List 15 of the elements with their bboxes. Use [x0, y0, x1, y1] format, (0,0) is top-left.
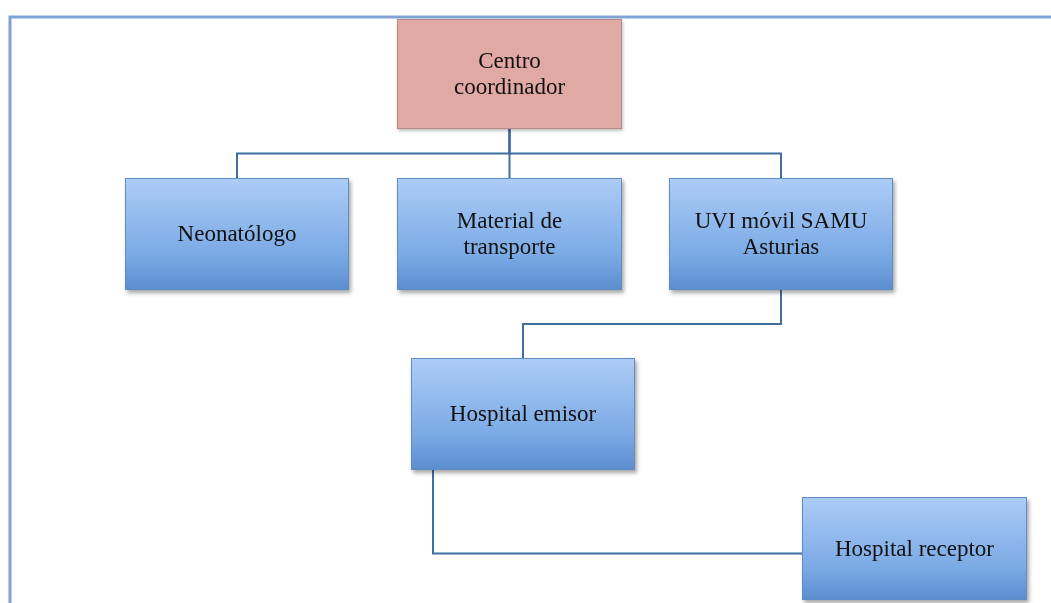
- box-label: Hospital emisor: [449, 401, 597, 427]
- process-box: [125, 178, 349, 290]
- connector-line: [522, 289, 782, 359]
- box-label: Centro coordinador: [452, 48, 567, 100]
- connector-line: [508, 128, 782, 179]
- box-label: Hospital receptor: [835, 535, 994, 562]
- process-box: [802, 497, 1027, 600]
- connector-line: [432, 469, 803, 555]
- process-box: [669, 178, 893, 290]
- coordinator-box: [397, 19, 622, 129]
- box-label: Material de transporte: [455, 208, 564, 260]
- process-box: [411, 358, 635, 470]
- box-label: Neonatólogo: [177, 221, 297, 247]
- box-label: UVI móvil SAMU Asturias: [693, 208, 869, 260]
- process-box: [397, 178, 622, 290]
